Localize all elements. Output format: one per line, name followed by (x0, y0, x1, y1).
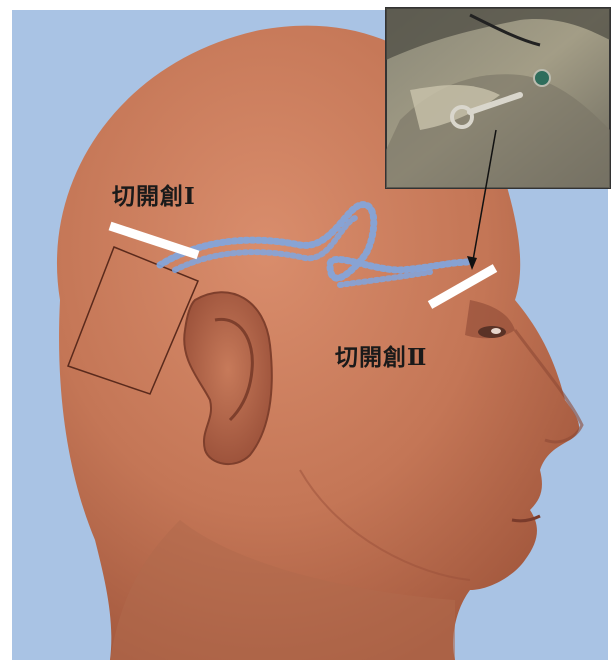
incision-2-label: 切開創Ⅱ (335, 338, 427, 372)
incision-1-label: 切開創Ⅰ (112, 177, 196, 211)
inset-photo (386, 8, 610, 188)
eye-highlight (491, 328, 501, 334)
